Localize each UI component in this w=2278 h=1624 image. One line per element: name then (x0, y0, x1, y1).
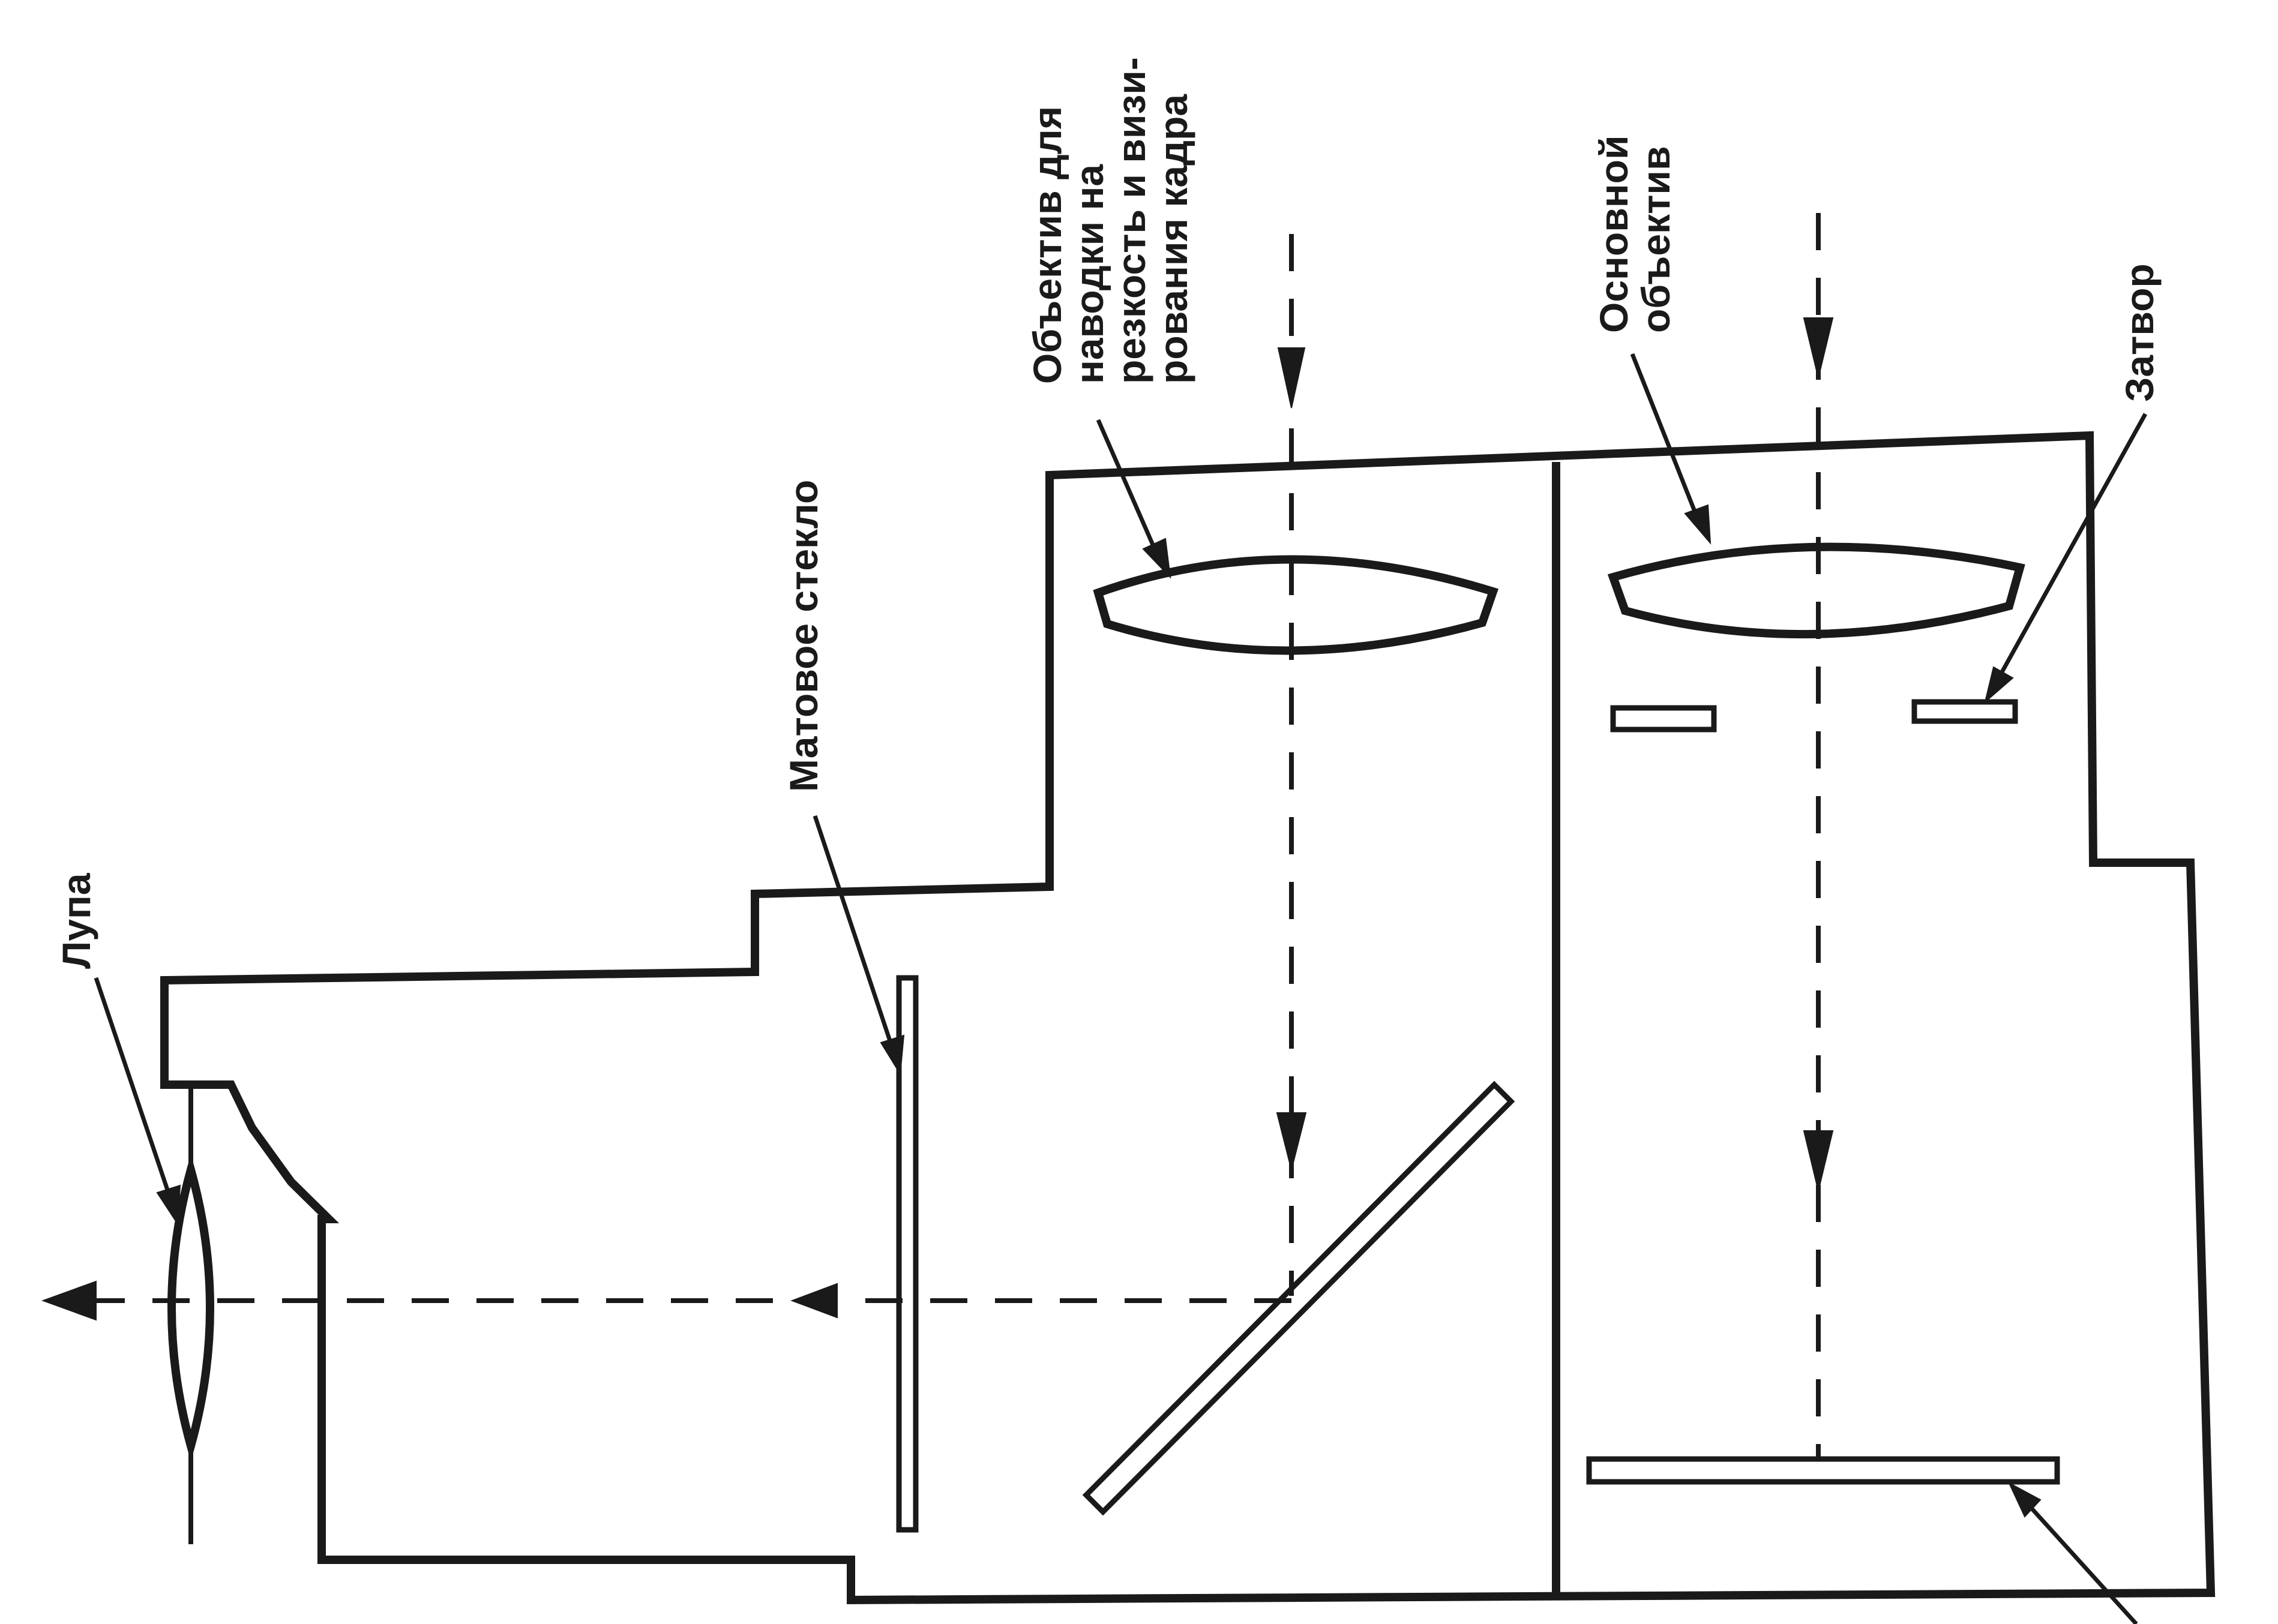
leader-film-head (2007, 1481, 2042, 1518)
reflex-mirror (1082, 1080, 1515, 1516)
shutter-blade-right (1911, 699, 2018, 724)
label-main-lens-line1: Основной (1591, 135, 1636, 333)
label-ground-glass: Матовое стекло (781, 480, 826, 792)
leader-loupe (94, 977, 175, 1207)
leader-ground-glass-head (880, 1034, 905, 1076)
viewing-beam-arrow-mirror (1276, 1112, 1307, 1170)
taking-beam-arrow-film (1803, 1130, 1834, 1191)
film-plane (1586, 1456, 2060, 1485)
leader-focusing-lens-head (1142, 538, 1171, 579)
leader-focusing-lens (1096, 419, 1164, 565)
viewing-beam-arrow-in (1277, 347, 1306, 409)
leader-main-lens-head (1684, 504, 1712, 545)
taking-beam-arrow-in (1803, 317, 1834, 379)
leader-loupe-head (156, 1184, 181, 1226)
main-lens (1607, 542, 2025, 639)
leader-main-lens (1630, 353, 1704, 529)
focusing-lens (1093, 555, 1498, 655)
label-shutter: Затвор (2117, 263, 2162, 402)
shutter-blade-left (1610, 705, 1717, 733)
viewing-beam-arrow-out (41, 1280, 97, 1321)
leader-film (2019, 1495, 2138, 1624)
leader-ground-glass (813, 815, 898, 1058)
label-loupe: Лупа (54, 872, 98, 969)
label-main-lens-line2: объектив (1633, 146, 1678, 333)
label-focusing-lens-line2: наводки на (1067, 164, 1111, 384)
ground-glass (896, 975, 919, 1533)
eyepiece-hood (317, 1215, 329, 1223)
leader-shutter-head (1984, 666, 2014, 704)
label-focusing-lens-line1: Объектив для (1025, 106, 1069, 384)
label-focusing-lens-line3: резкость и визи- (1109, 57, 1153, 384)
label-focusing-lens-line4: рования кадра (1151, 94, 1195, 384)
leader-shutter (1993, 413, 2148, 685)
viewing-beam-arrow-screen (790, 1283, 838, 1319)
